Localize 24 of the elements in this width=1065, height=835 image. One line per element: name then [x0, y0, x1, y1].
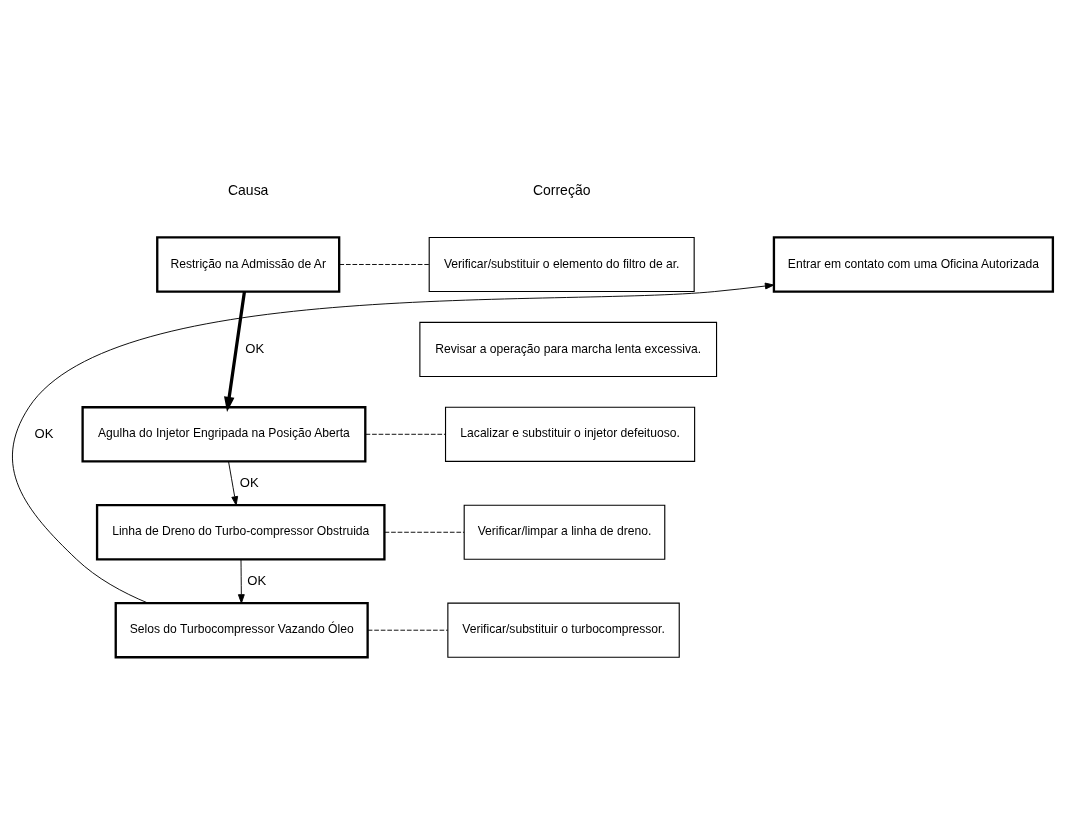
connector	[338, 264, 430, 265]
arrow	[228, 461, 239, 506]
node-box: Revisar a operação para marcha lenta excessiva.	[419, 321, 718, 377]
label: Correção	[532, 182, 591, 199]
edge-label: OK	[245, 340, 265, 356]
node-box: Entrar em contato com uma Oficina Autorizada	[772, 236, 1055, 293]
connector	[384, 531, 465, 533]
node-box: Verificar/substituir o turbocompressor.	[447, 602, 680, 658]
node-box: Restrição na Admissão de Ar	[156, 236, 341, 293]
node-box: Verificar/limpar a linha de dreno.	[463, 504, 666, 560]
connector	[367, 629, 449, 631]
edge-label: OK	[34, 425, 54, 441]
node-box: Agulha do Injetor Engripada na Posição Aberta	[81, 406, 367, 463]
edge-label: OK	[247, 572, 267, 588]
node-box: Selos do Turbocompressor Vazando Óleo	[114, 602, 369, 659]
arrow	[224, 291, 247, 412]
node-box: Lacalizar e substituir o injetor defeituoso.	[444, 406, 696, 462]
connector	[365, 433, 446, 435]
node-box: Linha de Dreno do Turbo-compressor Obstruida	[95, 504, 386, 561]
edge-label: OK	[239, 474, 259, 490]
arrow	[237, 559, 245, 604]
label: Causa	[227, 182, 269, 199]
node-box: Verificar/substituir o elemento do filtro de ar.	[428, 236, 695, 293]
arrow	[12, 282, 775, 604]
